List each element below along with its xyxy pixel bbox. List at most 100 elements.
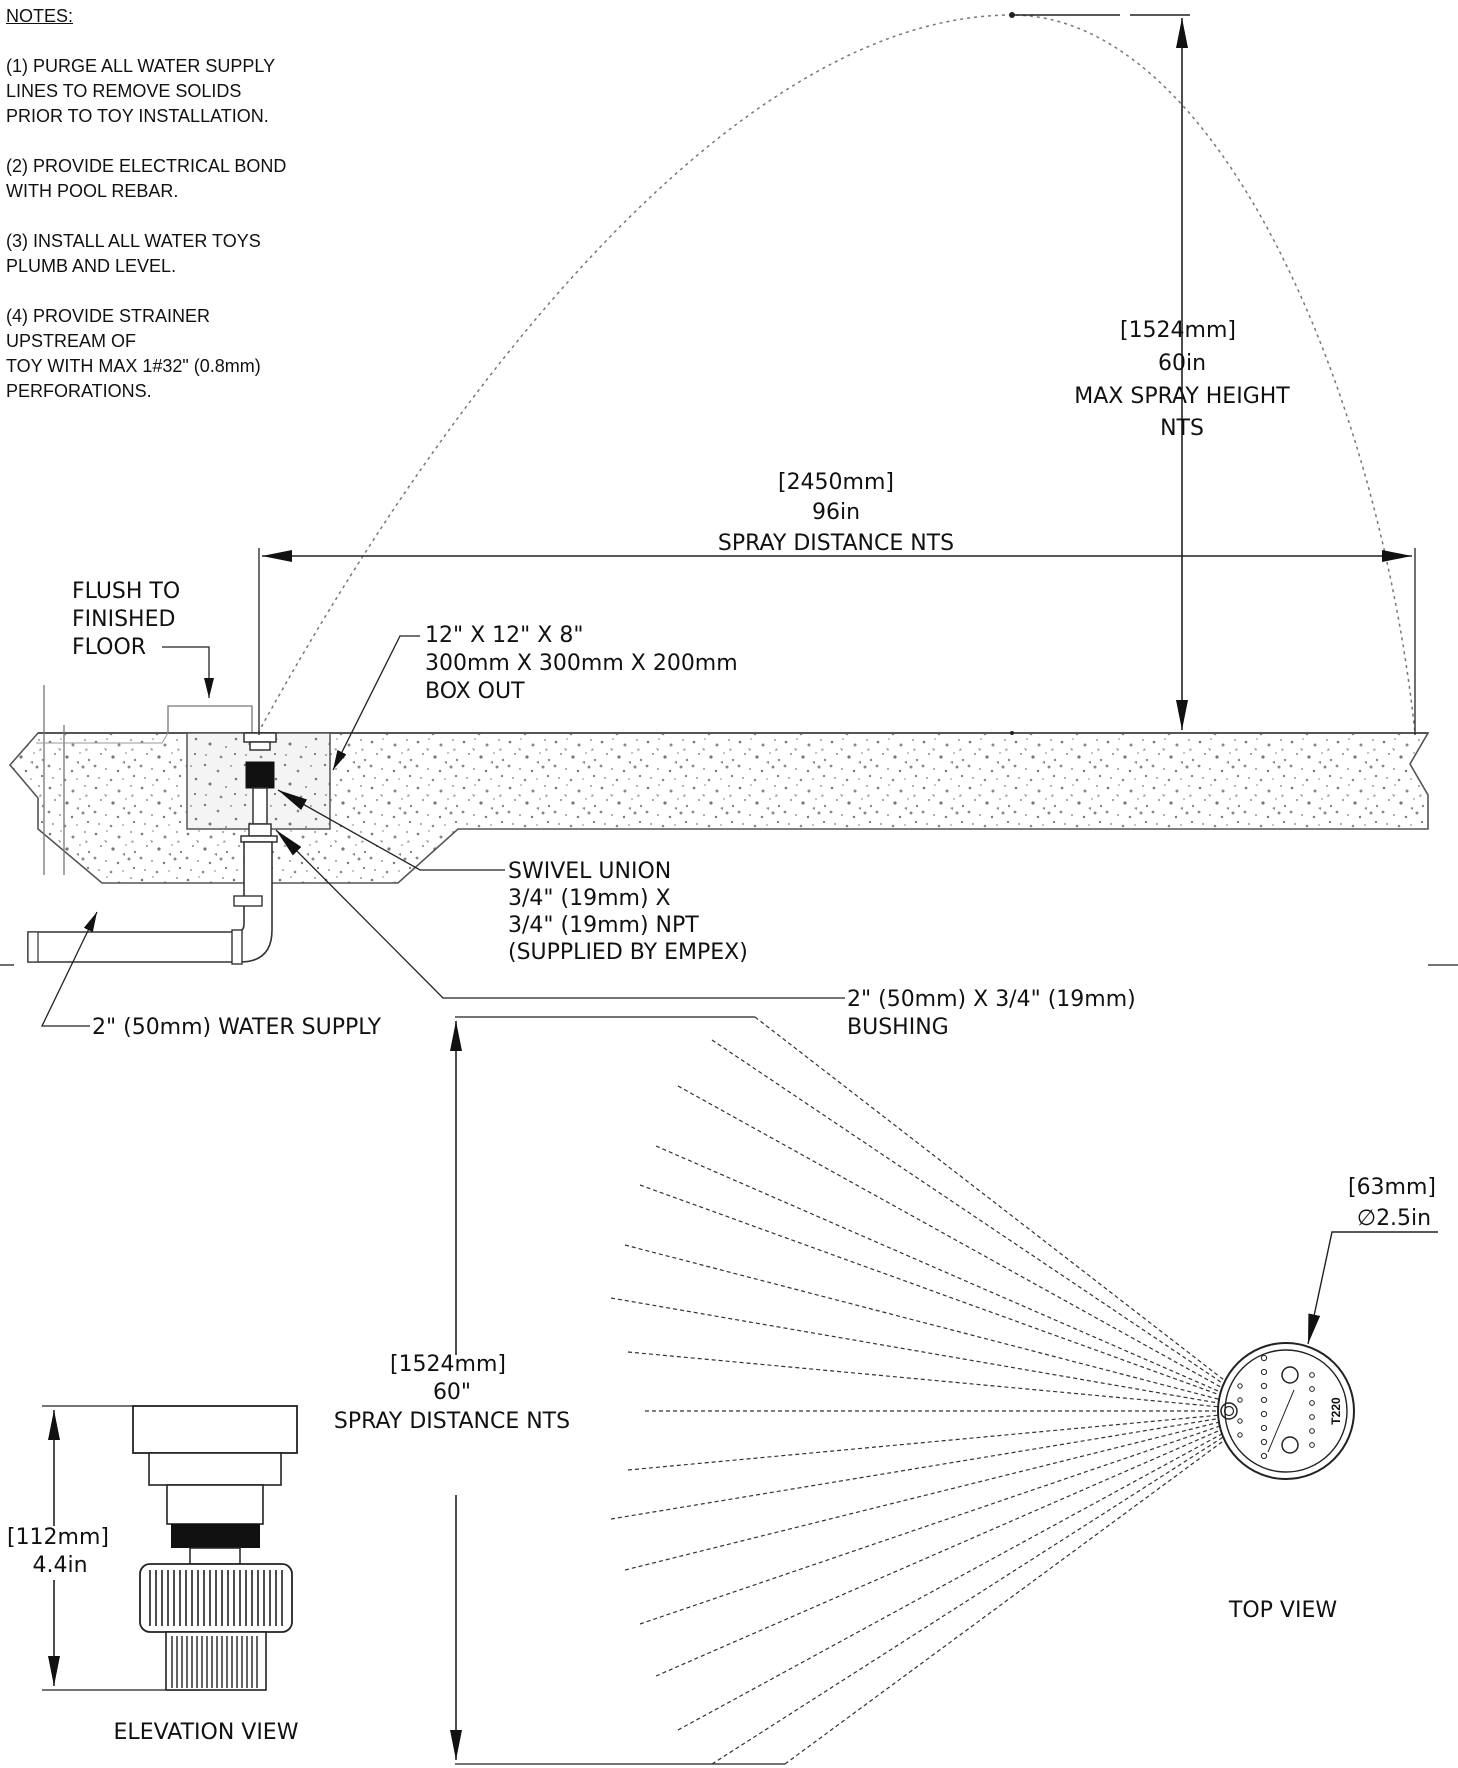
top-distance-mm: 1524mm <box>399 1352 498 1377</box>
spray-distance-mm: 2450mm <box>787 470 886 495</box>
spray-line <box>655 1410 1265 1677</box>
top-view-label: TOP VIEW <box>1228 1598 1337 1623</box>
note-1: (1) PURGE ALL WATER SUPPLY LINES TO REMO… <box>6 54 366 129</box>
note-4-line: PERFORATIONS. <box>6 381 152 401</box>
svg-text:[1524mm]: [1524mm] <box>1120 318 1236 343</box>
dim-max-height: [1524mm] 60in MAX SPRAY HEIGHT NTS <box>1074 318 1290 441</box>
nozzle-hole <box>1260 1382 1268 1390</box>
nozzle-hole <box>1260 1396 1268 1404</box>
spray-fan <box>610 1016 1265 1765</box>
finish-plate <box>167 705 253 733</box>
concrete-slab <box>8 732 1430 884</box>
svg-text:∅2.5in: ∅2.5in <box>1357 1206 1431 1231</box>
note-2-line: WITH POOL REBAR. <box>6 181 179 201</box>
spray-line <box>677 1410 1265 1731</box>
elevation-in: 4.4in <box>32 1553 87 1578</box>
note-1-line: LINES TO REMOVE SOLIDS <box>6 81 242 101</box>
dim-top-distance: [1524mm] 60" SPRAY DISTANCE NTS <box>334 1352 570 1434</box>
flush-line: FLOOR <box>72 635 146 660</box>
notes-block: NOTES: (1) PURGE ALL WATER SUPPLY LINES … <box>6 4 366 429</box>
svg-text:[63mm]: [63mm] <box>1348 1175 1436 1200</box>
swivel-line: 3/4" (19mm) X <box>508 886 671 911</box>
spray-distance-label: SPRAY DISTANCE NTS <box>718 531 954 556</box>
note-3-line: PLUMB AND LEVEL. <box>6 256 177 276</box>
dim-bracket: ] <box>497 1352 506 1377</box>
dim-bracket: [ <box>778 470 787 495</box>
elevation-view-label: ELEVATION VIEW <box>114 1720 299 1745</box>
nozzle-hole <box>1237 1397 1243 1403</box>
top-view: T220 <box>450 1016 1438 1765</box>
bushing-line: 2" (50mm) X 3/4" (19mm) <box>847 987 1136 1012</box>
diameter-mm: 63mm <box>1357 1175 1428 1200</box>
notes-header: NOTES: <box>6 6 74 26</box>
nozzle-hole <box>1309 1428 1315 1434</box>
dim-bracket: [ <box>1120 318 1129 343</box>
spray-line <box>624 1410 1265 1571</box>
callout-swivel: SWIVEL UNION 3/4" (19mm) X 3/4" (19mm) N… <box>508 859 748 965</box>
nozzle-holes <box>1237 1354 1315 1460</box>
nozzle-hole <box>1309 1414 1315 1420</box>
spray-line <box>627 1351 1265 1412</box>
dim-bracket: ] <box>885 470 894 495</box>
swivel-line: SWIVEL UNION <box>508 859 671 884</box>
spray-line <box>711 1410 1265 1765</box>
nozzle-hole <box>1309 1372 1315 1378</box>
nozzle-hole <box>1237 1418 1243 1424</box>
swivel-line: (SUPPLIED BY EMPEX) <box>508 940 748 965</box>
dim-bracket: [ <box>1348 1175 1357 1200</box>
nozzle-hole <box>1309 1442 1315 1448</box>
top-distance-label: SPRAY DISTANCE NTS <box>334 1409 570 1434</box>
spray-line <box>624 1244 1265 1412</box>
dim-bracket: [ <box>390 1352 399 1377</box>
box-line: 12" X 12" X 8" <box>425 623 583 648</box>
union-ribs <box>149 1570 283 1626</box>
spray-line <box>754 1016 1265 1412</box>
nozzle-hole <box>1260 1438 1268 1446</box>
diameter-in: 2.5in <box>1376 1206 1431 1231</box>
callout-water-supply: 2" (50mm) WATER SUPPLY <box>92 1015 382 1040</box>
spray-line <box>677 1085 1265 1412</box>
note-1-line: PRIOR TO TOY INSTALLATION. <box>6 106 269 126</box>
bushing-line: BUSHING <box>847 1015 949 1040</box>
note-4-line: TOY WITH MAX 1#32" (0.8mm) <box>6 356 261 376</box>
nozzle-hole <box>1237 1432 1243 1438</box>
section-view <box>0 12 1458 1027</box>
top-distance-in: 60" <box>433 1380 471 1405</box>
nozzle-hole <box>1309 1386 1315 1392</box>
spray-line <box>711 1039 1265 1412</box>
nozzle-hole <box>1260 1424 1268 1432</box>
flush-line: FLUSH TO <box>72 579 180 604</box>
svg-text:[112mm]: [112mm] <box>7 1525 109 1550</box>
callout-bushing: 2" (50mm) X 3/4" (19mm) BUSHING <box>847 987 1136 1040</box>
dim-bracket: ] <box>1227 318 1236 343</box>
note-3-line: (3) INSTALL ALL WATER TOYS <box>6 231 261 251</box>
box-line: 300mm X 300mm X 200mm <box>425 651 738 676</box>
note-4-line: (4) PROVIDE STRAINER <box>6 306 211 326</box>
flush-line: FINISHED <box>72 607 175 632</box>
spray-distance-in: 96in <box>812 500 860 525</box>
box-line: BOX OUT <box>425 679 525 704</box>
body-ribs <box>171 1636 258 1688</box>
spray-line <box>627 1410 1265 1471</box>
nozzle-hole <box>1260 1354 1268 1362</box>
spray-line <box>639 1410 1265 1625</box>
note-4: (4) PROVIDE STRAINER UPSTREAM OF TOY WIT… <box>6 304 366 404</box>
dim-bracket: ] <box>1427 1175 1436 1200</box>
nozzle-hole <box>1237 1383 1243 1389</box>
note-4-line: UPSTREAM OF <box>6 331 137 351</box>
elevation-view <box>42 1405 298 1691</box>
max-height-in: 60in <box>1158 351 1206 376</box>
svg-text:[1524mm]: [1524mm] <box>390 1352 506 1377</box>
nozzle-top: T220 <box>1217 1342 1355 1480</box>
note-1-line: (1) PURGE ALL WATER SUPPLY <box>6 56 276 76</box>
dim-spray-distance: [2450mm] 96in SPRAY DISTANCE NTS <box>718 470 954 556</box>
nozzle-hole <box>1260 1368 1268 1376</box>
callout-box-out: 12" X 12" X 8" 300mm X 300mm X 200mm BOX… <box>425 623 738 704</box>
note-2: (2) PROVIDE ELECTRICAL BOND WITH POOL RE… <box>6 154 366 204</box>
nozzle-hole <box>1309 1400 1315 1406</box>
note-3: (3) INSTALL ALL WATER TOYS PLUMB AND LEV… <box>6 229 366 279</box>
max-height-label: MAX SPRAY HEIGHT <box>1074 384 1290 409</box>
nozzle-hole <box>1260 1452 1268 1460</box>
swivel-line: 3/4" (19mm) NPT <box>508 913 699 938</box>
